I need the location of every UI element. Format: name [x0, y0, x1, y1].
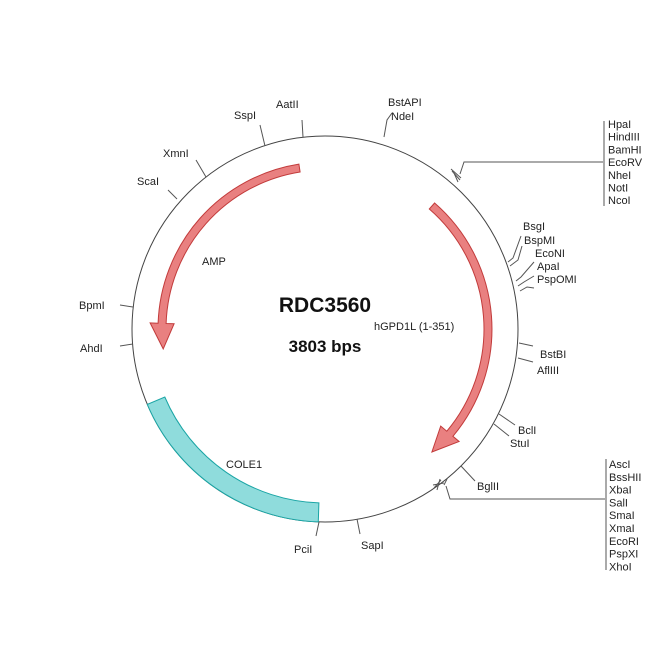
site-bpmi[interactable]: BpmI — [79, 300, 105, 312]
site-hpai[interactable]: HpaI — [608, 119, 631, 131]
cole1-feature[interactable] — [146, 396, 320, 523]
site-asci[interactable]: AscI — [609, 459, 630, 471]
site-scai[interactable]: ScaI — [137, 176, 159, 188]
site-pspxi[interactable]: PspXI — [609, 549, 638, 561]
site-afliii[interactable]: AflIII — [537, 365, 559, 377]
site-bspmi[interactable]: BspMI — [524, 235, 555, 247]
backbone-circle — [131, 135, 519, 523]
site-nhei[interactable]: NheI — [608, 170, 631, 182]
site-bstbi[interactable]: BstBI — [540, 349, 566, 361]
site-bamhi[interactable]: BamHI — [608, 144, 642, 156]
site-pcii[interactable]: PciI — [294, 544, 312, 556]
site-xhoi[interactable]: XhoI — [609, 561, 632, 573]
site-ticks — [119, 112, 607, 570]
site-ahdi[interactable]: AhdI — [80, 343, 103, 355]
plasmid-size: 3803 bps — [289, 337, 362, 356]
insert-label: hGPD1L (1-351) — [374, 321, 454, 333]
site-pspomi[interactable]: PspOMI — [537, 274, 577, 286]
site-sapi[interactable]: SapI — [361, 540, 384, 552]
site-bstapi[interactable]: BstAPI — [388, 97, 422, 109]
hgpd1l-arrow[interactable] — [428, 202, 493, 453]
site-ecori[interactable]: EcoRI — [609, 536, 639, 548]
site-sspi[interactable]: SspI — [234, 110, 256, 122]
site-apai[interactable]: ApaI — [537, 261, 560, 273]
plasmid-name: RDC3560 — [279, 294, 371, 317]
amp-label: AMP — [202, 256, 226, 268]
site-noti[interactable]: NotI — [608, 183, 628, 195]
site-smai[interactable]: SmaI — [609, 510, 635, 522]
site-bglii[interactable]: BglII — [477, 481, 499, 493]
site-bsgi[interactable]: BsgI — [523, 221, 545, 233]
site-sali[interactable]: SalI — [609, 497, 628, 509]
site-ncoi[interactable]: NcoI — [608, 195, 631, 207]
site-xmni[interactable]: XmnI — [163, 148, 189, 160]
site-stui[interactable]: StuI — [510, 438, 530, 450]
site-aatii[interactable]: AatII — [276, 99, 299, 111]
site-ecorv[interactable]: EcoRV — [608, 157, 643, 169]
site-econi[interactable]: EcoNI — [535, 248, 565, 260]
site-hindiii[interactable]: HindIII — [608, 132, 640, 144]
site-xbai[interactable]: XbaI — [609, 485, 632, 497]
amp-arrow[interactable] — [149, 163, 301, 351]
site-xmai[interactable]: XmaI — [609, 523, 635, 535]
site-bcli[interactable]: BclI — [518, 425, 536, 437]
cole1-label: COLE1 — [226, 459, 262, 471]
site-bsshii[interactable]: BssHII — [609, 472, 641, 484]
site-ndei[interactable]: NdeI — [391, 111, 414, 123]
